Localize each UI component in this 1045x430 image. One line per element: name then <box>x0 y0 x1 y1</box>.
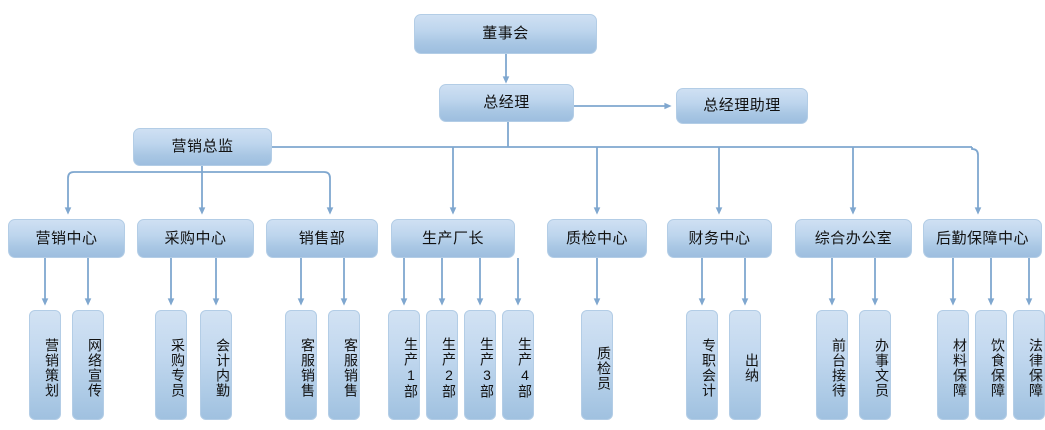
node-department[interactable]: 营销中心 <box>8 219 125 258</box>
node-position[interactable]: 网络宣传 <box>72 310 104 420</box>
node-position[interactable]: 前台接待 <box>816 310 848 420</box>
node-position[interactable]: 出纳 <box>729 310 761 420</box>
node-position[interactable]: 采购专员 <box>155 310 187 420</box>
node-position[interactable]: 质检员 <box>581 310 613 420</box>
node-board[interactable]: 董事会 <box>414 14 597 54</box>
edge-bus-to-logistics <box>971 147 982 215</box>
node-department[interactable]: 后勤保障中心 <box>923 219 1042 258</box>
node-position[interactable]: 法律保障 <box>1013 310 1045 420</box>
node-position[interactable]: 办事文员 <box>859 310 891 420</box>
node-position[interactable]: 客服销售 <box>328 310 360 420</box>
node-position[interactable]: 专职会计 <box>686 310 718 420</box>
bus-marketing-director <box>67 171 331 179</box>
node-department[interactable]: 综合办公室 <box>795 219 912 258</box>
node-marketing-director[interactable]: 营销总监 <box>133 128 272 166</box>
node-position[interactable]: 营销策划 <box>29 310 61 420</box>
node-position[interactable]: 生产1部 <box>388 310 420 420</box>
node-position[interactable]: 会计内勤 <box>200 310 232 420</box>
node-position[interactable]: 生产4部 <box>502 310 534 420</box>
node-position[interactable]: 生产2部 <box>426 310 458 420</box>
node-general-manager[interactable]: 总经理 <box>439 84 574 122</box>
node-position[interactable]: 生产3部 <box>464 310 496 420</box>
node-gm-assistant[interactable]: 总经理助理 <box>676 88 808 124</box>
node-department[interactable]: 生产厂长 <box>391 219 515 258</box>
node-position[interactable]: 饮食保障 <box>975 310 1007 420</box>
node-position[interactable]: 客服销售 <box>285 310 317 420</box>
node-department[interactable]: 财务中心 <box>667 219 772 258</box>
node-position[interactable]: 材料保障 <box>937 310 969 420</box>
node-department[interactable]: 销售部 <box>266 219 378 258</box>
node-department[interactable]: 采购中心 <box>137 219 254 258</box>
node-department[interactable]: 质检中心 <box>547 219 647 258</box>
